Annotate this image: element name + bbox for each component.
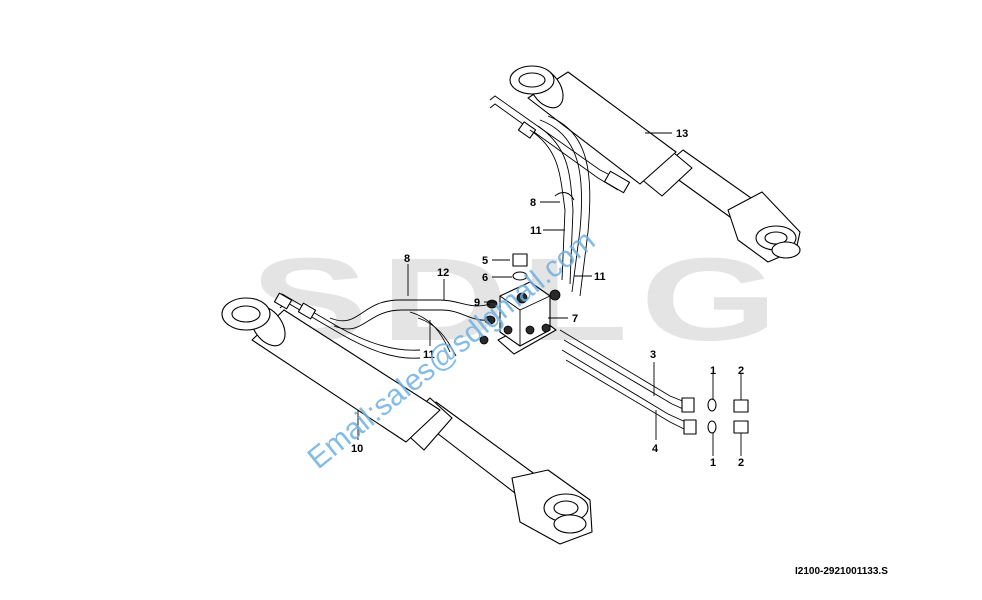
callout-1-top: 1 (710, 365, 716, 377)
callout-11-upper: 11 (530, 225, 542, 237)
callout-1-bottom: 1 (710, 457, 716, 469)
callout-10: 10 (351, 443, 363, 455)
callout-8-lower: 8 (404, 253, 410, 265)
lower-cylinder (221, 292, 593, 545)
callout-9: 9 (474, 297, 480, 309)
callout-13: 13 (676, 128, 688, 140)
callout-2-top: 2 (738, 365, 744, 377)
upper-hose-lines (529, 115, 591, 297)
callout-12: 12 (437, 267, 449, 279)
callout-3: 3 (650, 349, 656, 361)
callout-5: 5 (482, 255, 488, 267)
callout-2-bottom: 2 (738, 457, 744, 469)
callout-8-upper: 8 (530, 197, 536, 209)
callout-labels: 13 8 11 5 6 11 8 12 9 7 11 3 4 1 2 1 2 1… (351, 128, 744, 469)
lower-hose-lines (329, 299, 491, 357)
leader-lines (357, 132, 742, 456)
callout-4: 4 (652, 443, 659, 455)
callout-11-lower: 11 (423, 349, 435, 361)
drawing-code: I2100-2921001133.S (795, 566, 888, 577)
upper-cylinder (489, 65, 801, 263)
callout-7: 7 (572, 313, 578, 325)
callout-11-right: 11 (594, 271, 606, 283)
callout-6: 6 (482, 272, 488, 284)
